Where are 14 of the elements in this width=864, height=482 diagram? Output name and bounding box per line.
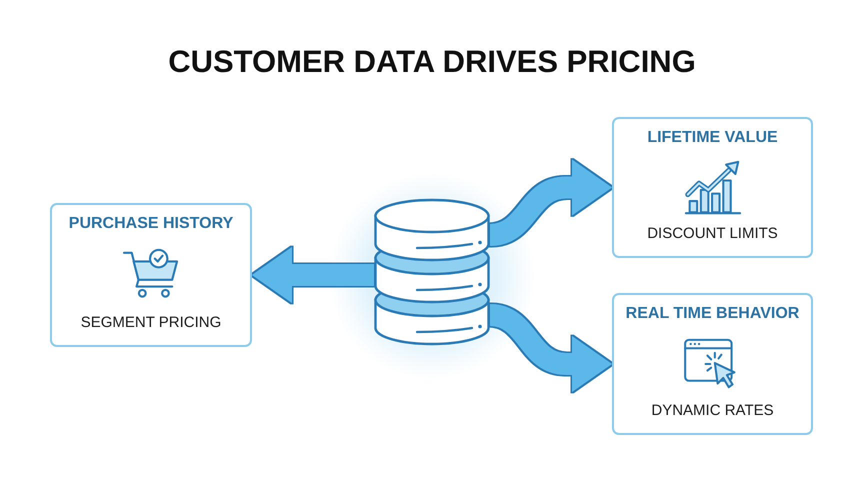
card-label: DISCOUNT LIMITS <box>647 224 778 244</box>
info-card <box>612 117 813 258</box>
diagram-title: CUSTOMER DATA DRIVES PRICING <box>168 44 696 80</box>
block-arrow <box>488 304 612 392</box>
card-label: SEGMENT PRICING <box>80 313 222 333</box>
card-heading: LIFETIME VALUE <box>647 128 778 148</box>
block-arrow <box>252 247 374 303</box>
info-card <box>50 203 252 347</box>
card-heading: REAL TIME BEHAVIOR <box>626 304 800 324</box>
card-heading: PURCHASE HISTORY <box>68 214 234 234</box>
block-arrow <box>488 160 612 246</box>
info-card <box>612 293 813 435</box>
card-label: DYNAMIC RATES <box>651 401 774 421</box>
database-cylinder <box>374 198 490 344</box>
